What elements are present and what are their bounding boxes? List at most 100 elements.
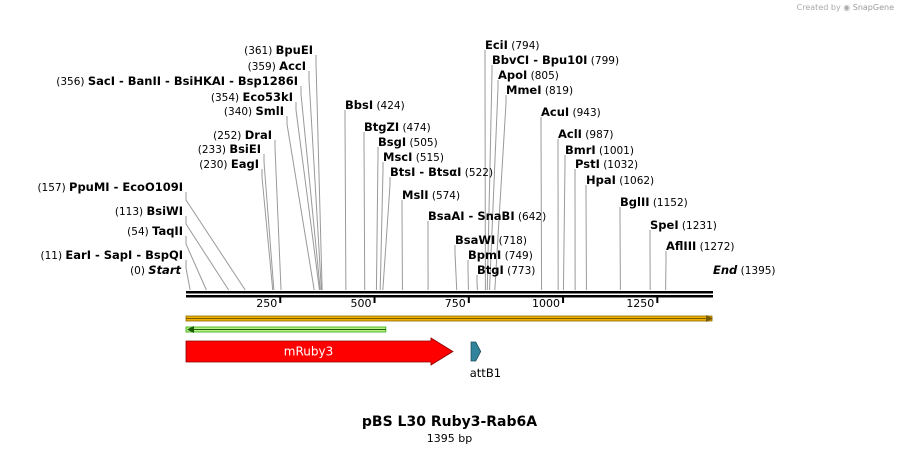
site-line-1001 <box>562 155 566 291</box>
site-line-230 <box>261 169 274 291</box>
site-text-233: (233) BsiEI <box>198 142 261 156</box>
backbone-top-strand <box>186 291 713 294</box>
site-text-361: (361) BpuEI <box>244 43 313 57</box>
site-label-505: BsgI (505) <box>378 135 438 149</box>
site-label-361: (361) BpuEI <box>244 43 313 57</box>
site-line-356 <box>300 86 321 291</box>
site-text-1032: PstI (1032) <box>575 157 638 171</box>
site-text-157: (157) PpuMI - EcoO109I <box>37 180 183 194</box>
site-label-1001: BmrI (1001) <box>565 143 634 157</box>
site-label-987: AclI (987) <box>558 127 614 141</box>
site-label-1152: BglII (1152) <box>620 195 688 209</box>
site-label-1062: HpaI (1062) <box>586 173 654 187</box>
site-line-359 <box>308 71 322 291</box>
site-text-1001: BmrI (1001) <box>565 143 634 157</box>
site-label-359: (359) AccI <box>248 59 306 73</box>
site-label-113: (113) BsiWI <box>115 204 183 218</box>
site-text-794: EciI (794) <box>485 38 539 52</box>
site-label-233: (233) BsiEI <box>198 142 261 156</box>
site-text-1395: End (1395) <box>713 263 776 277</box>
site-label-574: MslI (574) <box>402 188 460 202</box>
site-label-474: BtgZI (474) <box>364 120 431 134</box>
site-label-157: (157) PpuMI - EcoO109I <box>37 180 183 194</box>
site-label-943: AcuI (943) <box>541 105 601 119</box>
site-line-474 <box>363 132 366 291</box>
site-text-805: ApoI (805) <box>498 68 559 82</box>
attb1-label: attB1 <box>470 366 501 380</box>
site-line-11 <box>185 260 191 291</box>
site-line-819 <box>494 95 507 291</box>
tick-label-750: 750 <box>445 297 466 310</box>
site-text-474: BtgZI (474) <box>364 120 431 134</box>
site-label-794: EciI (794) <box>485 38 539 52</box>
feature-track: mRuby3 attB1 <box>185 315 713 380</box>
site-line-805 <box>489 80 499 291</box>
site-line-424 <box>344 110 347 291</box>
site-text-1231: SpeI (1231) <box>650 218 717 232</box>
site-labels: (0) Start(11) EarI - SapI - BspQI(54) Ta… <box>37 38 775 277</box>
site-label-805: ApoI (805) <box>498 68 559 82</box>
site-text-642: BsaAI - SnaBI (642) <box>428 209 546 223</box>
site-line-354 <box>295 102 320 291</box>
site-label-1231: SpeI (1231) <box>650 218 717 232</box>
site-label-424: BbsI (424) <box>345 98 405 112</box>
site-text-340: (340) SmlI <box>224 104 284 118</box>
site-label-252: (252) DraI <box>213 128 272 142</box>
site-line-340 <box>286 116 315 291</box>
site-label-54: (54) TaqII <box>127 224 183 238</box>
tick-label-1000: 1000 <box>532 297 560 310</box>
site-label-749: BpmI (749) <box>468 248 533 262</box>
site-line-718 <box>454 245 458 291</box>
dna-backbone <box>186 291 713 298</box>
site-label-230: (230) EagI <box>199 157 259 171</box>
site-label-1032: PstI (1032) <box>575 157 638 171</box>
site-label-515: MscI (515) <box>383 150 444 164</box>
site-label-718: BsaWI (718) <box>455 233 527 247</box>
site-text-1062: HpaI (1062) <box>586 173 654 187</box>
created-by-note: Created by ◉ SnapGene <box>797 3 894 12</box>
site-line-252 <box>274 140 282 291</box>
site-label-819: MmeI (819) <box>506 83 573 97</box>
site-text-252: (252) DraI <box>213 128 272 142</box>
created-by-text: Created by <box>796 3 841 12</box>
site-label-522: BtsI - BtsαI (522) <box>390 165 493 179</box>
site-text-230: (230) EagI <box>199 157 259 171</box>
site-text-1152: BglII (1152) <box>620 195 688 209</box>
tick-label-500: 500 <box>351 297 372 310</box>
site-text-0: (0) Start <box>130 263 181 277</box>
mruby3-label: mRuby3 <box>284 345 333 359</box>
site-line-113 <box>185 216 230 291</box>
mruby3-feature-arrow <box>185 337 454 366</box>
site-text-987: AclI (987) <box>558 127 614 141</box>
tick-label-250: 250 <box>256 297 277 310</box>
site-text-574: MslI (574) <box>402 188 460 202</box>
site-text-819: MmeI (819) <box>506 83 573 97</box>
site-line-233 <box>263 154 275 291</box>
site-label-773: BtgI (773) <box>477 263 535 277</box>
site-label-1272: AflIII (1272) <box>666 239 735 253</box>
site-text-522: BtsI - BtsαI (522) <box>390 165 493 179</box>
site-text-113: (113) BsiWI <box>115 204 183 218</box>
plasmid-name: pBS L30 Ruby3-Rab6A <box>361 414 538 430</box>
site-text-515: MscI (515) <box>383 150 444 164</box>
plasmid-length: 1395 bp <box>426 432 473 445</box>
site-text-718: BsaWI (718) <box>455 233 527 247</box>
site-line-157 <box>185 192 246 291</box>
site-text-749: BpmI (749) <box>468 248 533 262</box>
site-text-799: BbvCI - Bpu10I (799) <box>492 53 619 67</box>
site-line-799 <box>486 65 493 291</box>
site-label-799: BbvCI - Bpu10I (799) <box>492 53 619 67</box>
site-lines <box>185 50 667 291</box>
site-text-943: AcuI (943) <box>541 105 601 119</box>
full-length-arrow-head <box>706 315 713 322</box>
site-text-356: (356) SacI - BanII - BsiHKAI - Bsp1286I <box>56 74 298 88</box>
site-text-773: BtgI (773) <box>477 263 535 277</box>
site-text-354: (354) Eco53kI <box>211 90 293 104</box>
site-label-354: (354) Eco53kI <box>211 90 293 104</box>
site-label-0: (0) Start <box>130 263 181 277</box>
site-line-515 <box>379 162 384 291</box>
site-text-359: (359) AccI <box>248 59 306 73</box>
site-label-1395: End (1395) <box>713 263 776 277</box>
site-text-1272: AflIII (1272) <box>666 239 735 253</box>
